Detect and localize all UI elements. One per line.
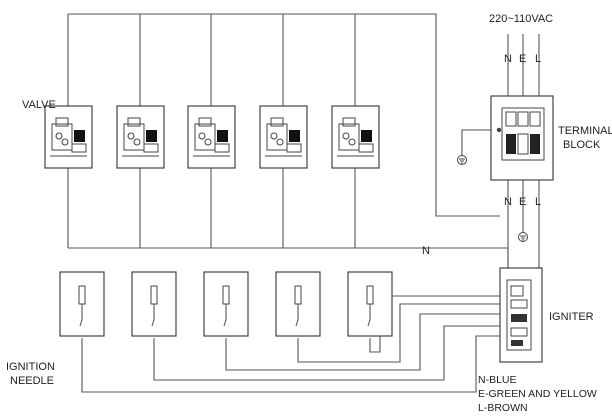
valve-2 xyxy=(116,105,165,169)
terminal-bottom-l: L xyxy=(535,196,541,208)
ignition-needle-2 xyxy=(131,271,177,337)
needle-lead-1 xyxy=(81,335,502,393)
valve-5 xyxy=(331,105,380,169)
needle-lead-4 xyxy=(297,303,502,363)
ignition-needle-3 xyxy=(203,271,249,337)
ignition-needle-group xyxy=(59,271,393,337)
ground-icon xyxy=(457,155,467,165)
neutral-wire-label: N xyxy=(422,245,430,257)
valve-3 xyxy=(187,105,236,169)
igniter-label: IGNITER xyxy=(549,311,594,323)
valve-4 xyxy=(259,105,308,169)
igniter xyxy=(499,267,543,363)
valve-label: VALVE xyxy=(22,99,56,111)
ignition-needle-5 xyxy=(347,271,393,337)
supply-voltage-label: 220~110VAC xyxy=(489,13,553,25)
valve-top-bus xyxy=(68,13,500,217)
ignition-needle-label-2: NEEDLE xyxy=(10,375,54,387)
valve-1 xyxy=(44,105,93,169)
terminal-block xyxy=(490,95,554,181)
ignition-needle-1 xyxy=(59,271,105,337)
terminal-block-label-1: TERMINAL xyxy=(558,125,612,137)
neutral-bus xyxy=(68,247,509,268)
terminal-block-label-2: BLOCK xyxy=(563,139,601,151)
terminal-bottom-e: E xyxy=(519,196,526,208)
terminal-top-e: E xyxy=(519,53,526,65)
terminal-top-n: N xyxy=(504,53,512,65)
needle-lead-3 xyxy=(225,313,502,371)
legend-line-3: L-BROWN xyxy=(478,402,528,414)
ground-branch xyxy=(461,129,499,156)
ground-icon xyxy=(518,232,528,242)
terminal-top-l: L xyxy=(535,53,541,65)
needle-lead-5 xyxy=(369,295,502,353)
ignition-needle-4 xyxy=(275,271,321,337)
legend-line-2: E-GREEN AND YELLOW xyxy=(478,388,597,400)
needle-lead-2 xyxy=(153,325,502,381)
ignition-needle-label-1: IGNITION xyxy=(6,361,55,373)
valve-group xyxy=(44,105,380,169)
terminal-bottom-n: N xyxy=(504,196,512,208)
legend-line-1: N-BLUE xyxy=(478,374,517,386)
